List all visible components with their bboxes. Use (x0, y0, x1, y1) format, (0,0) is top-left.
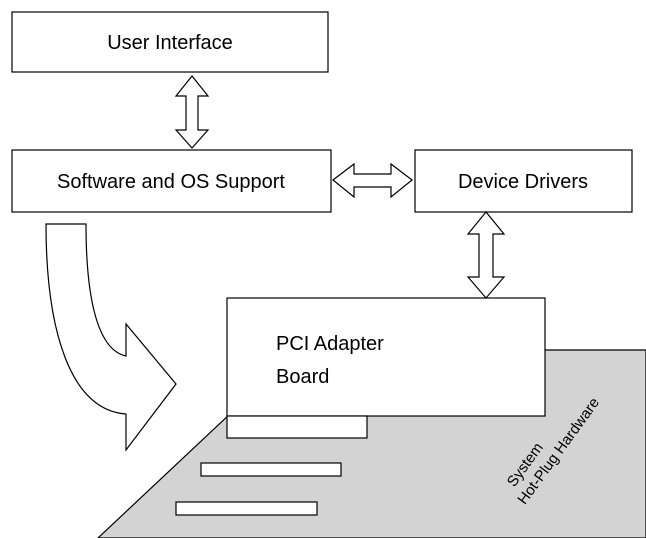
user-interface-box (11, 11, 329, 73)
pci-adapter-connector (226, 415, 368, 439)
device-drivers-label: Device Drivers (458, 171, 588, 193)
software-hardware-curved-arrow (45, 223, 177, 452)
device-drivers-box (414, 149, 633, 213)
pci-adapter-label-line2: Board (276, 366, 329, 388)
drivers-pci-double-arrow (466, 211, 506, 299)
board-slot-2 (175, 501, 318, 516)
pci-adapter-label-line1: PCI Adapter (276, 333, 384, 355)
ui-software-double-arrow (174, 75, 210, 149)
pci-adapter-board (226, 297, 546, 417)
user-interface-label: User Interface (107, 32, 233, 54)
software-os-label: Software and OS Support (57, 171, 285, 193)
software-drivers-double-arrow (332, 162, 413, 199)
software-os-box (11, 149, 332, 213)
board-slot-1 (200, 462, 342, 477)
